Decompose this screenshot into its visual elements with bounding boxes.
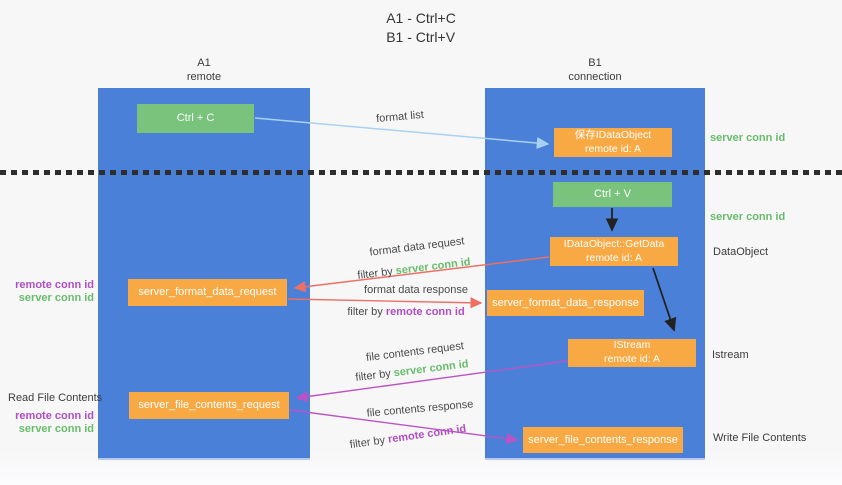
node-server-format-data-request-label: server_format_data_request (138, 286, 277, 299)
server-conn-id-text: server conn id (395, 256, 472, 278)
filter-by-text: filter by (347, 306, 383, 318)
node-idataobject-getdata-line2: remote id: A (585, 251, 643, 264)
node-ctrl-v-label: Ctrl + V (594, 188, 631, 201)
node-server-format-data-response-label: server_format_data_response (492, 296, 639, 309)
node-server-file-contents-request-label: server_file_contents_request (138, 399, 280, 412)
node-idataobject-getdata: IDataObject::GetData remote id: A (550, 237, 678, 266)
node-idataobject-getdata-line1: IDataObject::GetData (563, 237, 665, 250)
remote-conn-id-text: remote conn id (387, 422, 467, 446)
label-format-data-response: format data response (364, 284, 468, 296)
label-format-data-request: format data request (368, 235, 466, 259)
title-line-1: A1 - Ctrl+C (386, 10, 456, 26)
diagram-title: A1 - Ctrl+C B1 - Ctrl+V (0, 9, 842, 47)
filter-by-text: filter by (349, 434, 386, 452)
column-a1-name: A1 (197, 57, 211, 69)
arrow-format-data-response (287, 297, 483, 309)
node-istream-line2: remote id: A (603, 353, 661, 365)
server-conn-id-text: server conn id (393, 358, 470, 380)
label-format-list: format list (375, 108, 425, 126)
label-server-conn-id-left-1: server conn id (18, 291, 94, 304)
node-save-idataobject-line2: remote id: A (584, 142, 642, 155)
label-filter-by-remote-conn-id-2: filter by remote conn id (349, 423, 467, 451)
filter-by-text: filter by (356, 265, 394, 282)
session-divider-line (0, 170, 842, 175)
label-server-conn-id-right-2: server conn id (710, 211, 786, 223)
node-save-idataobject: 保存IDataObject remote id: A (554, 128, 672, 157)
label-remote-conn-id-left-2: remote conn id (15, 410, 94, 422)
label-write-file-contents: Write File Contents (713, 432, 807, 444)
label-read-file-contents: Read File Contents (8, 392, 103, 404)
column-b1-subtitle: connection (568, 70, 622, 83)
column-header-a1: A1 remote (98, 57, 310, 85)
column-b1-name: B1 (588, 57, 602, 69)
node-istream-line1: IStream (613, 339, 651, 352)
node-istream: IStream remote id: A (568, 339, 696, 367)
column-header-b1: B1 connection (485, 57, 705, 85)
title-line-2: B1 - Ctrl+V (386, 28, 456, 45)
label-filter-by-remote-conn-id-1: filter by remote conn id (347, 306, 464, 318)
conn-id-pair-top: remote conn id server conn id (0, 279, 94, 304)
node-server-format-data-request: server_format_data_request (128, 279, 287, 306)
label-dataobject: DataObject (713, 246, 769, 258)
label-istream: Istream (712, 349, 749, 361)
node-ctrl-c: Ctrl + C (137, 104, 254, 133)
label-filter-by-server-conn-id-1: filter by server conn id (357, 256, 471, 282)
filter-by-text: filter by (354, 367, 392, 384)
column-a1-subtitle: remote (186, 70, 222, 83)
remote-conn-id-text: remote conn id (385, 306, 465, 318)
conn-id-pair-bottom: remote conn id server conn id (0, 410, 94, 435)
label-server-conn-id-left-2: server conn id (18, 422, 94, 435)
node-save-idataobject-line1: 保存IDataObject (574, 128, 652, 141)
node-ctrl-v: Ctrl + V (553, 182, 672, 207)
node-ctrl-c-label: Ctrl + C (176, 112, 215, 125)
node-server-format-data-response: server_format_data_response (487, 290, 644, 316)
label-file-contents-response: file contents response (366, 398, 474, 420)
label-server-conn-id-right-1: server conn id (710, 132, 786, 144)
node-server-file-contents-request: server_file_contents_request (129, 392, 289, 419)
node-server-file-contents-response: server_file_contents_response (523, 427, 683, 453)
node-server-file-contents-response-label: server_file_contents_response (528, 433, 678, 446)
label-remote-conn-id-left-1: remote conn id (15, 279, 94, 291)
